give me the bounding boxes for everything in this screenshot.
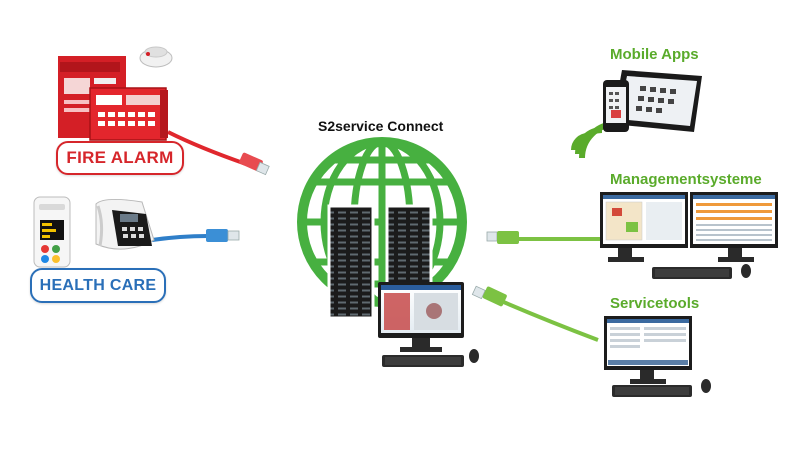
mouse-icon xyxy=(741,264,751,278)
mouse-icon xyxy=(701,379,711,393)
hub-title: S2service Connect xyxy=(318,118,444,134)
monitor-icon xyxy=(690,192,778,262)
servicetools-title: Servicetools xyxy=(610,295,700,312)
mouse-icon xyxy=(469,349,479,363)
smartphone-icon xyxy=(603,80,629,132)
monitor-icon xyxy=(600,192,688,262)
cable-servicetools xyxy=(471,285,599,342)
nurse-call-phone-icon xyxy=(33,196,155,268)
cable-management xyxy=(486,231,600,244)
globe-icon xyxy=(297,137,467,307)
management-systems-title: Managementsysteme xyxy=(610,171,762,188)
monitor-icon xyxy=(604,316,692,384)
smoke-detector-icon xyxy=(139,46,173,68)
mobile-apps-title: Mobile Apps xyxy=(610,46,699,63)
tablet-icon xyxy=(612,70,702,132)
fire-alarm-label: FIRE ALARM xyxy=(56,141,184,175)
keyboard-icon xyxy=(612,385,692,397)
monitor-icon xyxy=(378,282,464,352)
cable-health-care xyxy=(151,229,240,242)
health-care-label: HEALTH CARE xyxy=(30,268,166,303)
keyboard-icon xyxy=(652,267,732,279)
keyboard-icon xyxy=(382,355,464,367)
cable-fire-alarm xyxy=(167,130,270,176)
fire-alarm-panel-icon xyxy=(58,56,168,141)
